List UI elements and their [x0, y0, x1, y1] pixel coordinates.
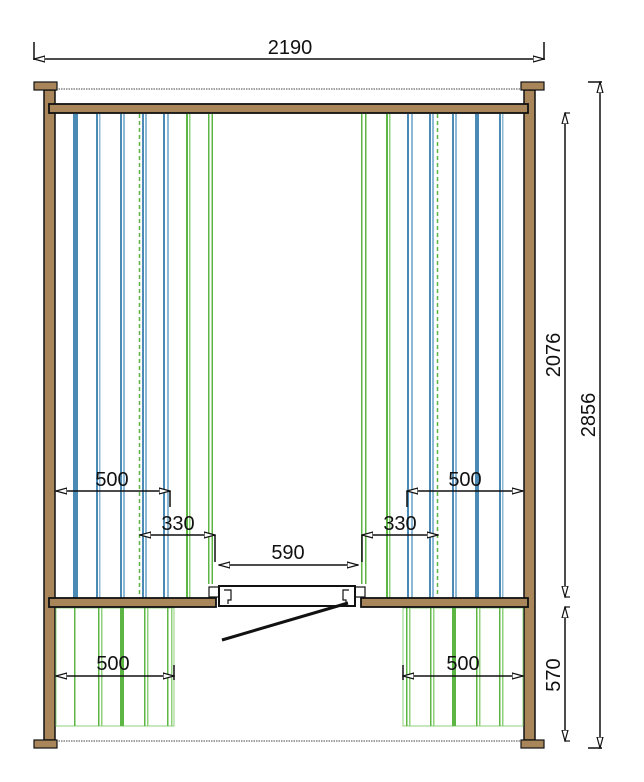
left-upper-strips — [73, 114, 213, 598]
label-upper-height: 2076 — [543, 333, 565, 378]
dim-left-lower-width: 500 — [56, 653, 174, 680]
dim-right-upper-offset: 330 — [362, 513, 438, 562]
dim-left-upper-width: 500 — [56, 469, 170, 507]
middle-beam-left — [48, 597, 217, 608]
dim-lower-height: 570 — [543, 607, 570, 741]
top-beam — [48, 103, 529, 114]
label-right-upper-width: 500 — [448, 469, 481, 491]
dim-overall-width: 2190 — [34, 37, 544, 60]
door-swing-line — [221, 601, 349, 642]
door-threshold — [208, 585, 366, 607]
label-left-upper-offset: 330 — [161, 513, 194, 535]
left-post — [33, 81, 58, 749]
right-post — [520, 81, 545, 749]
dim-overall-height: 2856 — [578, 82, 602, 748]
dim-upper-height: 2076 — [543, 113, 570, 597]
label-door-width: 590 — [271, 542, 304, 564]
label-left-upper-width: 500 — [95, 469, 128, 491]
dim-right-lower-width: 500 — [403, 653, 523, 680]
dim-right-upper-width: 500 — [407, 469, 523, 507]
label-left-lower-width: 500 — [96, 653, 129, 675]
middle-beam-right — [360, 597, 529, 608]
label-lower-height: 570 — [543, 658, 565, 691]
dim-door-width: 590 — [219, 542, 358, 565]
dim-left-upper-offset: 330 — [140, 513, 215, 562]
label-overall-width: 2190 — [268, 37, 313, 59]
label-right-upper-offset: 330 — [383, 513, 416, 535]
right-upper-strips — [361, 114, 504, 598]
label-right-lower-width: 500 — [446, 653, 479, 675]
label-overall-height: 2856 — [578, 393, 600, 438]
